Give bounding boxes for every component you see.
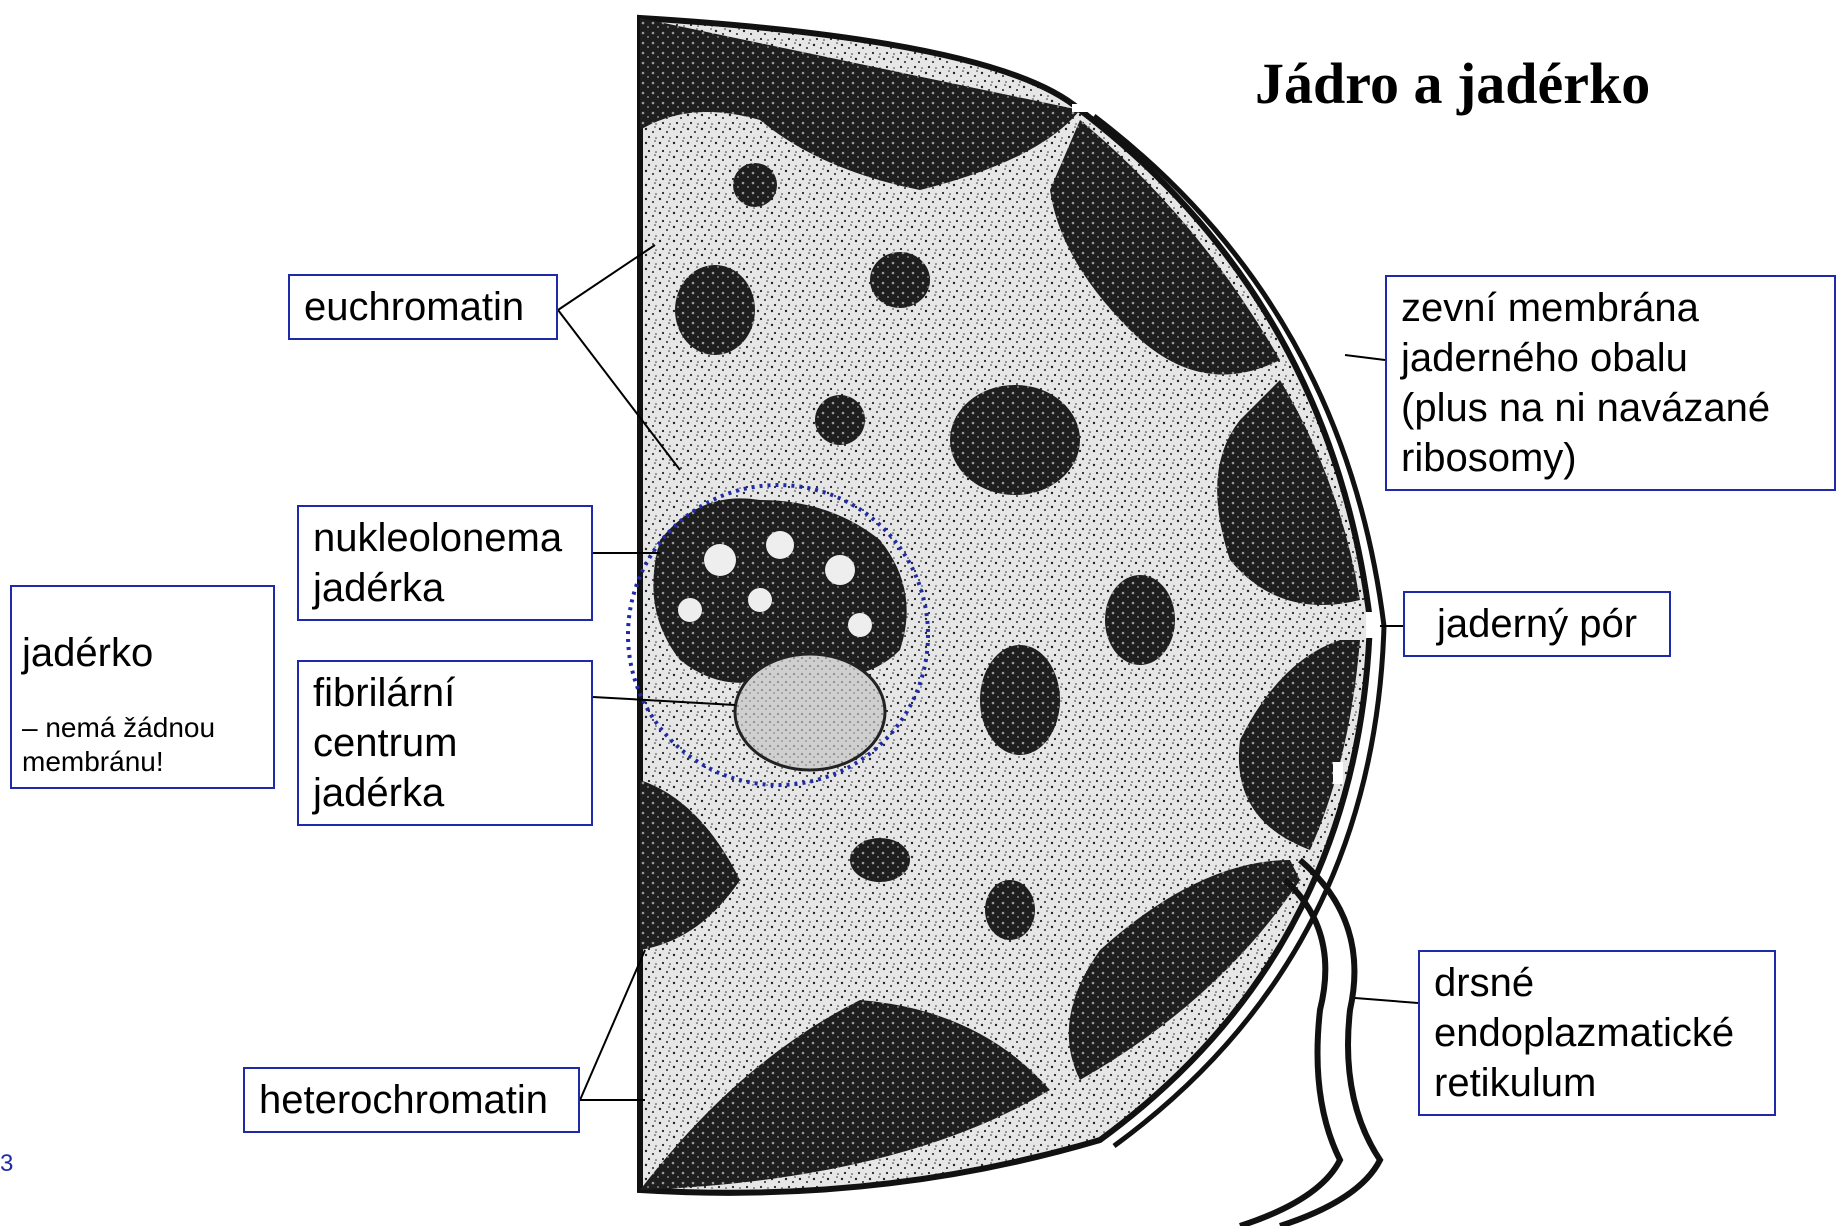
- chromatin-island: [1105, 575, 1175, 665]
- label-jaderko-title: jadérko: [22, 629, 263, 677]
- label-fibrilarni-centrum: fibrilární centrum jadérka: [297, 660, 593, 826]
- page-title: Jádro a jadérko: [1255, 50, 1650, 117]
- label-nukleolonema: nukleolonema jadérka: [297, 505, 593, 621]
- nuclear-pore: [1072, 104, 1088, 112]
- chromatin-island: [815, 395, 865, 445]
- label-euchromatin: euchromatin: [288, 274, 558, 340]
- chromatin-island: [950, 385, 1080, 495]
- label-jaderko: jadérko – nemá žádnou membránu!: [10, 585, 275, 789]
- label-jaderny-por: jaderný pór: [1403, 591, 1671, 657]
- fibrillar-centre: [735, 654, 885, 770]
- nucleus: [628, 18, 1384, 1226]
- chromatin-island: [985, 880, 1035, 940]
- label-zevni-membrana: zevní membrána jaderného obalu (plus na …: [1385, 275, 1836, 491]
- chromatin-island: [733, 163, 777, 207]
- chromatin-island: [850, 838, 910, 882]
- chromatin-island: [675, 265, 755, 355]
- chromatin-island: [870, 252, 930, 308]
- chromatin-island: [980, 645, 1060, 755]
- nuclear-pore: [1366, 612, 1376, 638]
- nuclear-pore: [1333, 762, 1343, 784]
- label-heterochromatin: heterochromatin: [243, 1067, 580, 1133]
- label-jaderko-note: – nemá žádnou membránu!: [22, 712, 215, 777]
- slide-number: 3: [0, 1150, 13, 1178]
- label-drsne-er: drsné endoplazmatické retikulum: [1418, 950, 1776, 1116]
